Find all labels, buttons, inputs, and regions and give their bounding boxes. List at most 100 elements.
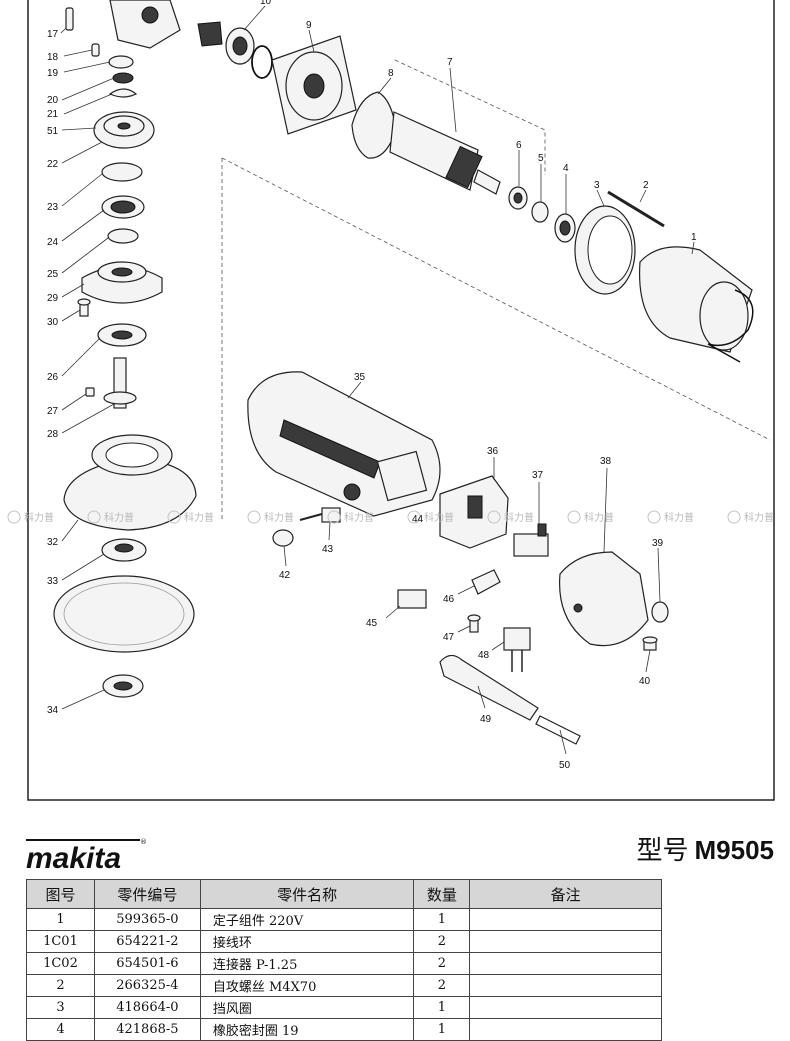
watermark-text: 科力普 xyxy=(744,511,774,524)
screw-40 xyxy=(642,636,658,651)
rear-cover xyxy=(558,551,649,647)
washer-20 xyxy=(112,72,134,84)
makita-logo: makita ® xyxy=(24,832,150,872)
watermark-text: 科力普 xyxy=(104,511,134,524)
part-label: 27 xyxy=(47,406,59,417)
cell-code: 418664-0 xyxy=(93,996,201,1019)
leader-lines xyxy=(60,5,695,755)
retaining-ring-21 xyxy=(108,88,138,98)
part-label: 30 xyxy=(47,317,59,328)
cell-qty: 2 xyxy=(413,930,471,953)
bearing-19 xyxy=(108,55,134,69)
cell-fig: 4 xyxy=(26,1018,95,1041)
part-label: 33 xyxy=(47,576,59,587)
cell-code: 599365-0 xyxy=(93,908,201,931)
column-header-qty: 数量 xyxy=(413,879,471,909)
power-cord xyxy=(535,715,581,745)
part-label: 49 xyxy=(480,714,492,725)
part-label: 6 xyxy=(516,140,522,151)
carbon-brush-assembly xyxy=(299,507,341,523)
svg-text:®: ® xyxy=(140,838,147,846)
part-label: 18 xyxy=(47,52,59,63)
column-header-code: 零件编号 xyxy=(93,879,201,909)
cell-qty: 2 xyxy=(413,952,471,975)
table-row: 2 266325-4 自攻螺丝 M4X70 2 xyxy=(26,974,662,997)
cell-name: 连接器 P-1.25 xyxy=(199,952,415,975)
watermark-icon xyxy=(167,510,181,524)
assembly-guide-diagonal xyxy=(221,157,771,441)
watermark-icon xyxy=(727,510,741,524)
part-label: 21 xyxy=(47,109,59,120)
part-label: 7 xyxy=(447,57,453,68)
cell-fig: 3 xyxy=(26,996,95,1019)
gear-housing xyxy=(109,0,181,49)
part-label: 50 xyxy=(559,760,571,771)
diagram-frame xyxy=(27,0,775,801)
part-label: 3 xyxy=(594,180,600,191)
watermark-text: 科力普 xyxy=(584,511,614,524)
bearing-box xyxy=(81,261,163,304)
watermark-text: 科力普 xyxy=(424,511,454,524)
bearing-6 xyxy=(508,186,528,210)
part-label: 23 xyxy=(47,202,59,213)
part-label: 29 xyxy=(47,293,59,304)
cell-qty: 1 xyxy=(413,1018,471,1041)
part-label: 35 xyxy=(354,372,366,383)
o-ring xyxy=(251,45,273,79)
motor-housing xyxy=(247,371,441,517)
part-label: 51 xyxy=(47,126,59,137)
noise-suppressor xyxy=(503,627,531,672)
part-label: 32 xyxy=(47,537,59,548)
part-label: 39 xyxy=(652,538,664,549)
parts-list-table: 图号 零件编号 零件名称 数量 备注 1 599365-0 定子组件 220V … xyxy=(26,879,662,1041)
part-label: 26 xyxy=(47,372,59,383)
cell-note xyxy=(469,996,662,1019)
armature xyxy=(351,91,501,195)
watermark-icon xyxy=(567,510,581,524)
bearing-retainer xyxy=(271,35,357,135)
cord-clamp xyxy=(471,569,501,595)
watermark-icon xyxy=(7,510,21,524)
screw-47 xyxy=(467,614,481,633)
table-row: 3 418664-0 挡风圈 1 xyxy=(26,996,662,1019)
cell-qty: 1 xyxy=(413,996,471,1019)
watermark-icon xyxy=(487,510,501,524)
part-label: 24 xyxy=(47,237,59,248)
bearing-10 xyxy=(225,27,255,65)
part-label: 43 xyxy=(322,544,334,555)
watermark-text: 科力普 xyxy=(264,511,294,524)
part-label: 40 xyxy=(639,676,651,687)
watermark-strip: 科力普科力普科力普科力普科力普科力普科力普科力普科力普科力普 xyxy=(7,510,774,524)
table-header-row: 图号 零件编号 零件名称 数量 备注 xyxy=(26,879,662,909)
cell-fig: 2 xyxy=(26,974,95,997)
svg-text:makita: makita xyxy=(26,842,121,872)
cell-note xyxy=(469,952,662,975)
cell-note xyxy=(469,974,662,997)
part-label: 38 xyxy=(600,456,612,467)
cell-name: 接线环 xyxy=(199,930,415,953)
part-label: 9 xyxy=(306,20,312,31)
watermark-icon xyxy=(407,510,421,524)
watermark-text: 科力普 xyxy=(664,511,694,524)
watermark-text: 科力普 xyxy=(504,511,534,524)
column-header-name: 零件名称 xyxy=(199,879,415,909)
watermark-text: 科力普 xyxy=(184,511,214,524)
part-label: 47 xyxy=(443,632,455,643)
tapping-screw xyxy=(607,190,665,228)
part-label: 8 xyxy=(388,68,394,79)
part-label: 42 xyxy=(279,570,291,581)
labyrinth-ring xyxy=(97,323,147,347)
cell-fig: 1 xyxy=(26,908,95,931)
cell-note xyxy=(469,930,662,953)
ball-bearing-24 xyxy=(101,195,145,219)
rubber-ring-39 xyxy=(651,601,669,623)
watermark-icon xyxy=(247,510,261,524)
column-header-note: 备注 xyxy=(469,879,662,909)
part-label: 22 xyxy=(47,159,59,170)
cell-code: 654221-2 xyxy=(93,930,201,953)
model-number: M9505 xyxy=(694,835,775,865)
part-label: 2 xyxy=(643,180,649,191)
part-label: 10 xyxy=(260,0,272,7)
column-header-fig: 图号 xyxy=(26,879,95,909)
